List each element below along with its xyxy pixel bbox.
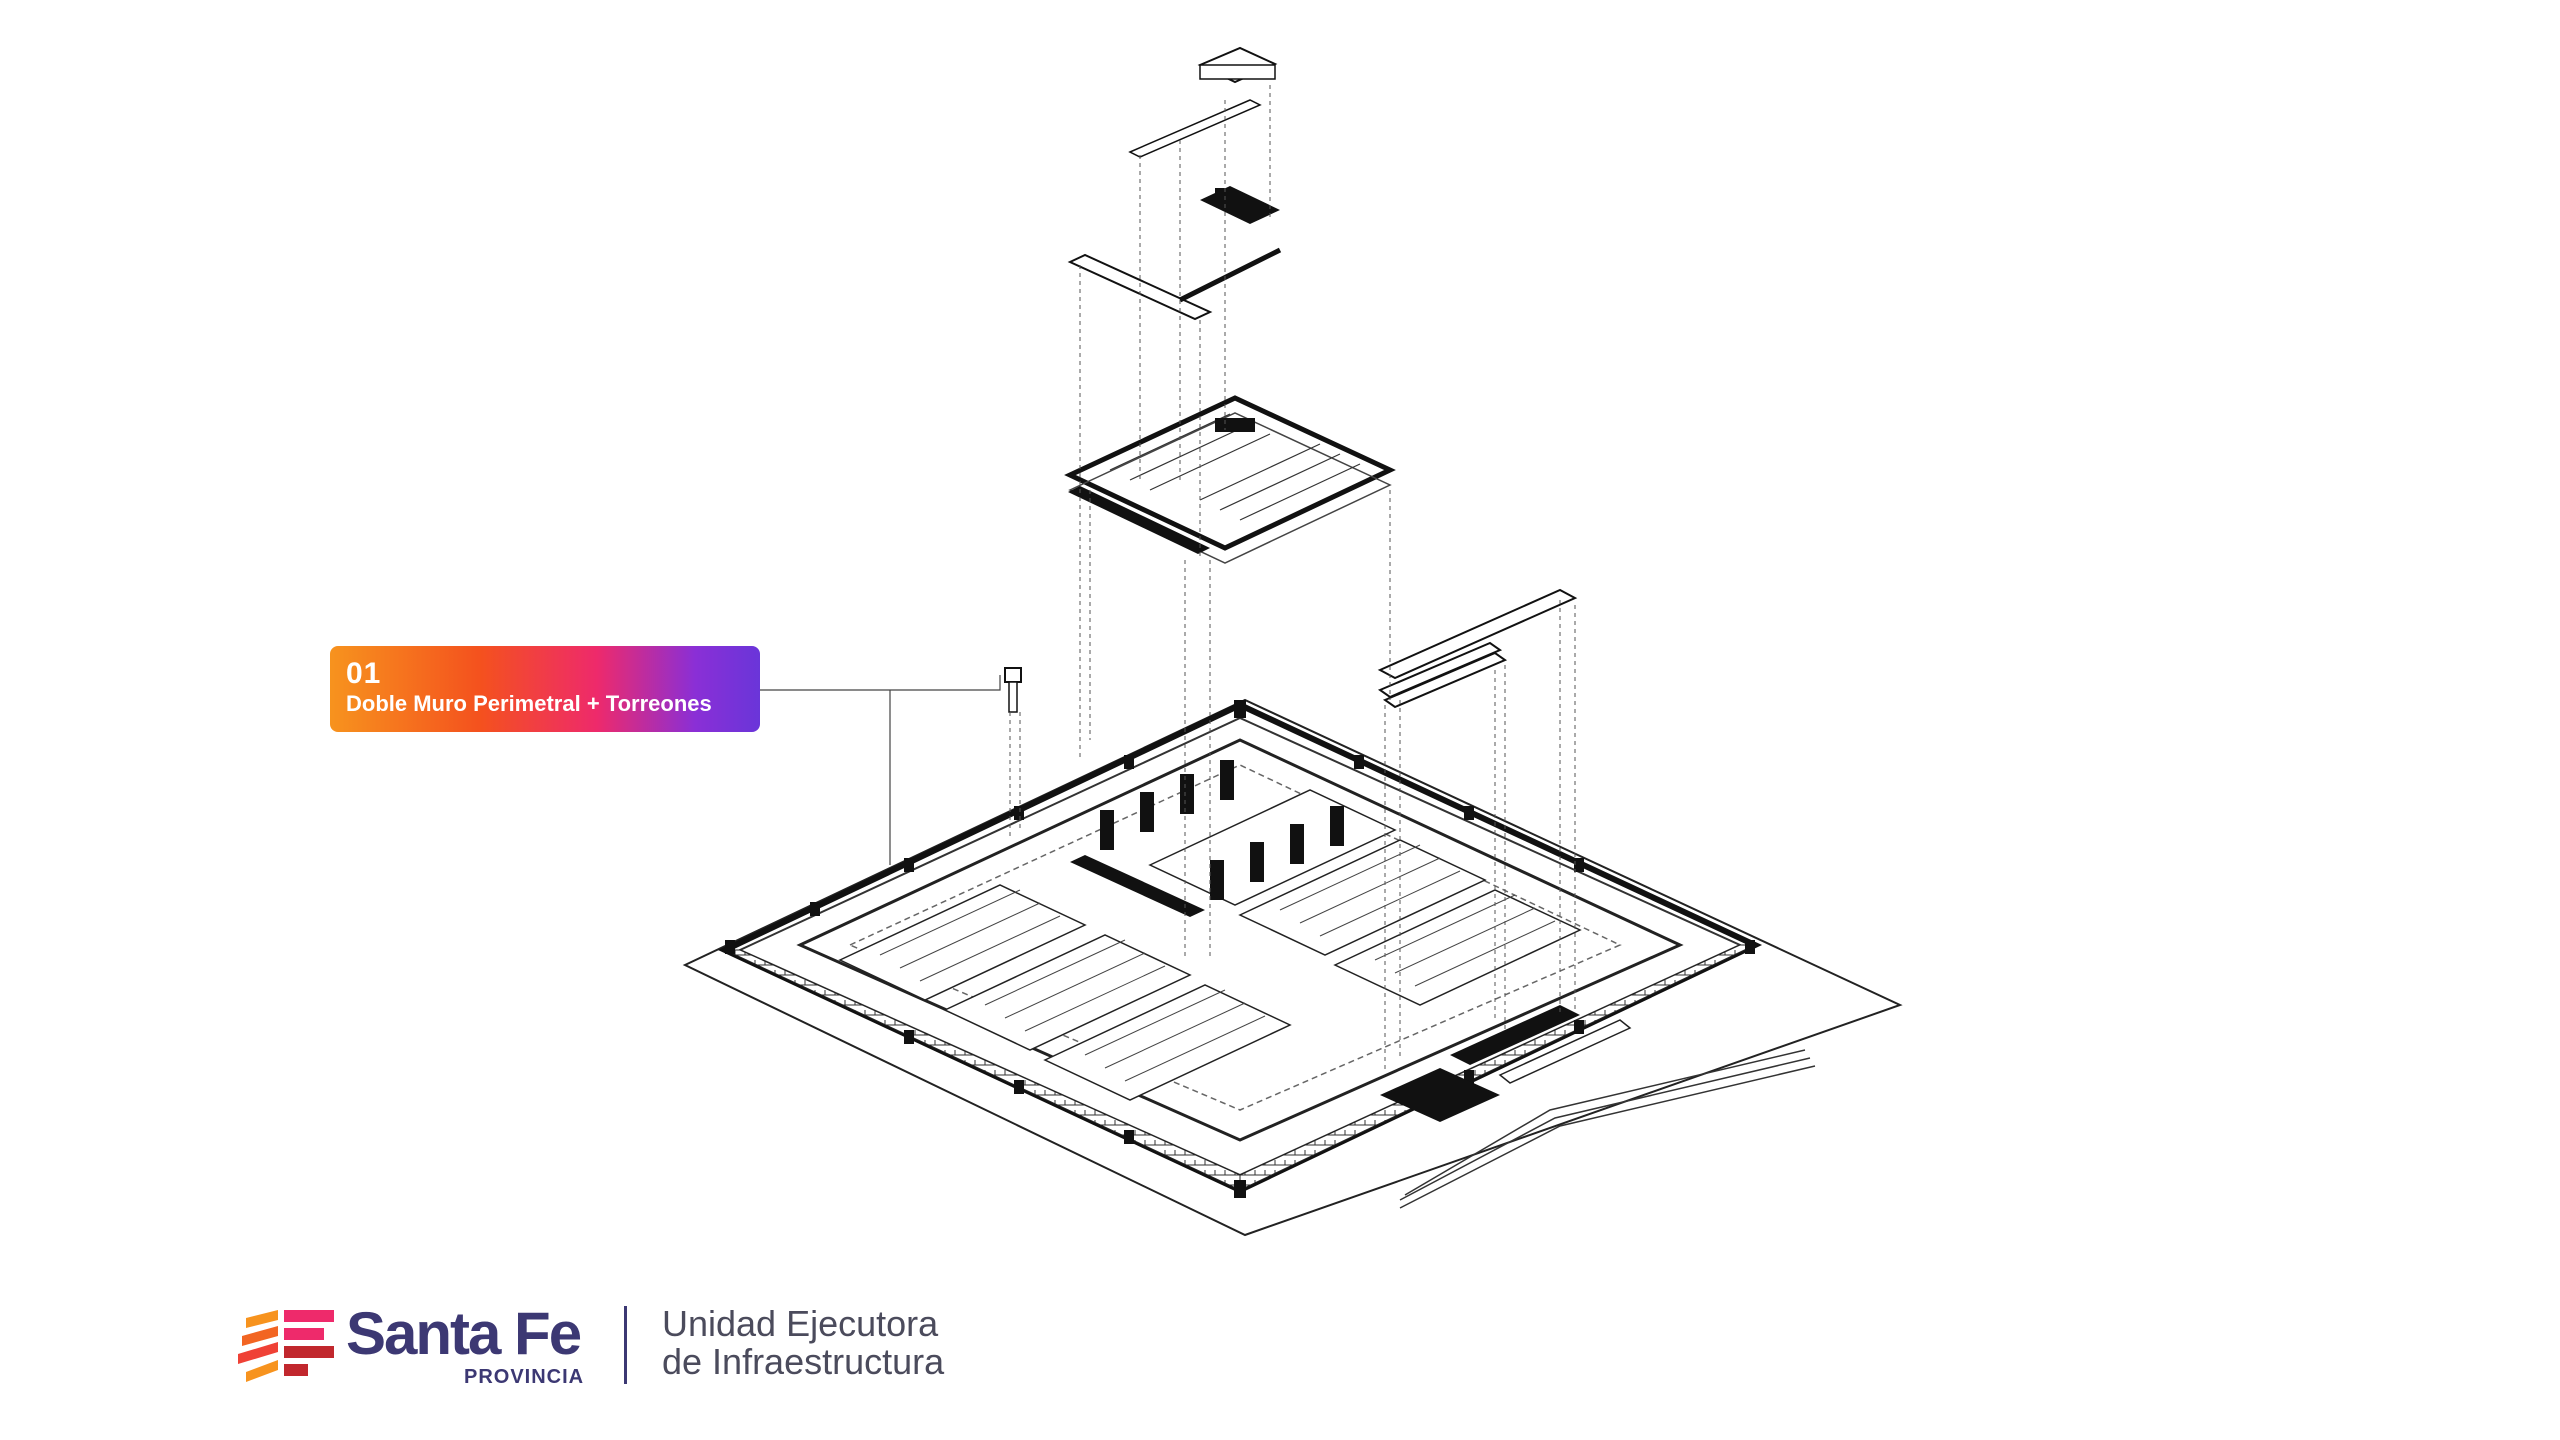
callout-text: Doble Muro Perimetral + Torreones <box>346 691 712 716</box>
unit-name-line2: de Infraestructura <box>662 1341 945 1382</box>
exploded-core-block <box>1064 395 1396 564</box>
exploded-admin-wing <box>1067 247 1282 321</box>
brand-name: Santa Fe <box>346 1300 582 1367</box>
footer-logo: Santa Fe PROVINCIA Unidad Ejecutora de I… <box>238 1300 998 1400</box>
access-road <box>1399 1049 1816 1209</box>
access-building <box>1380 1005 1632 1122</box>
exploded-entrance-building <box>1128 46 1278 158</box>
santa-fe-logo-mark <box>238 1310 334 1382</box>
exploded-black-plan <box>1200 186 1280 224</box>
logo-divider <box>624 1306 627 1384</box>
watchtower-detail <box>1004 667 1022 713</box>
brand-subtitle: PROVINCIA <box>464 1366 585 1388</box>
callout-number: 01 <box>346 657 382 690</box>
callout-label: 01 Doble Muro Perimetral + Torreones <box>330 646 760 732</box>
callout-leader <box>760 675 1001 865</box>
unit-name-line1: Unidad Ejecutora <box>662 1303 939 1344</box>
watchtowers <box>725 700 1755 1198</box>
central-services-block <box>1070 760 1344 917</box>
exploded-side-wings <box>1377 588 1578 709</box>
projection-lines <box>1009 85 1576 1070</box>
pavilion-rows <box>879 844 1556 1082</box>
outer-perimeter-wall <box>717 701 1763 1194</box>
